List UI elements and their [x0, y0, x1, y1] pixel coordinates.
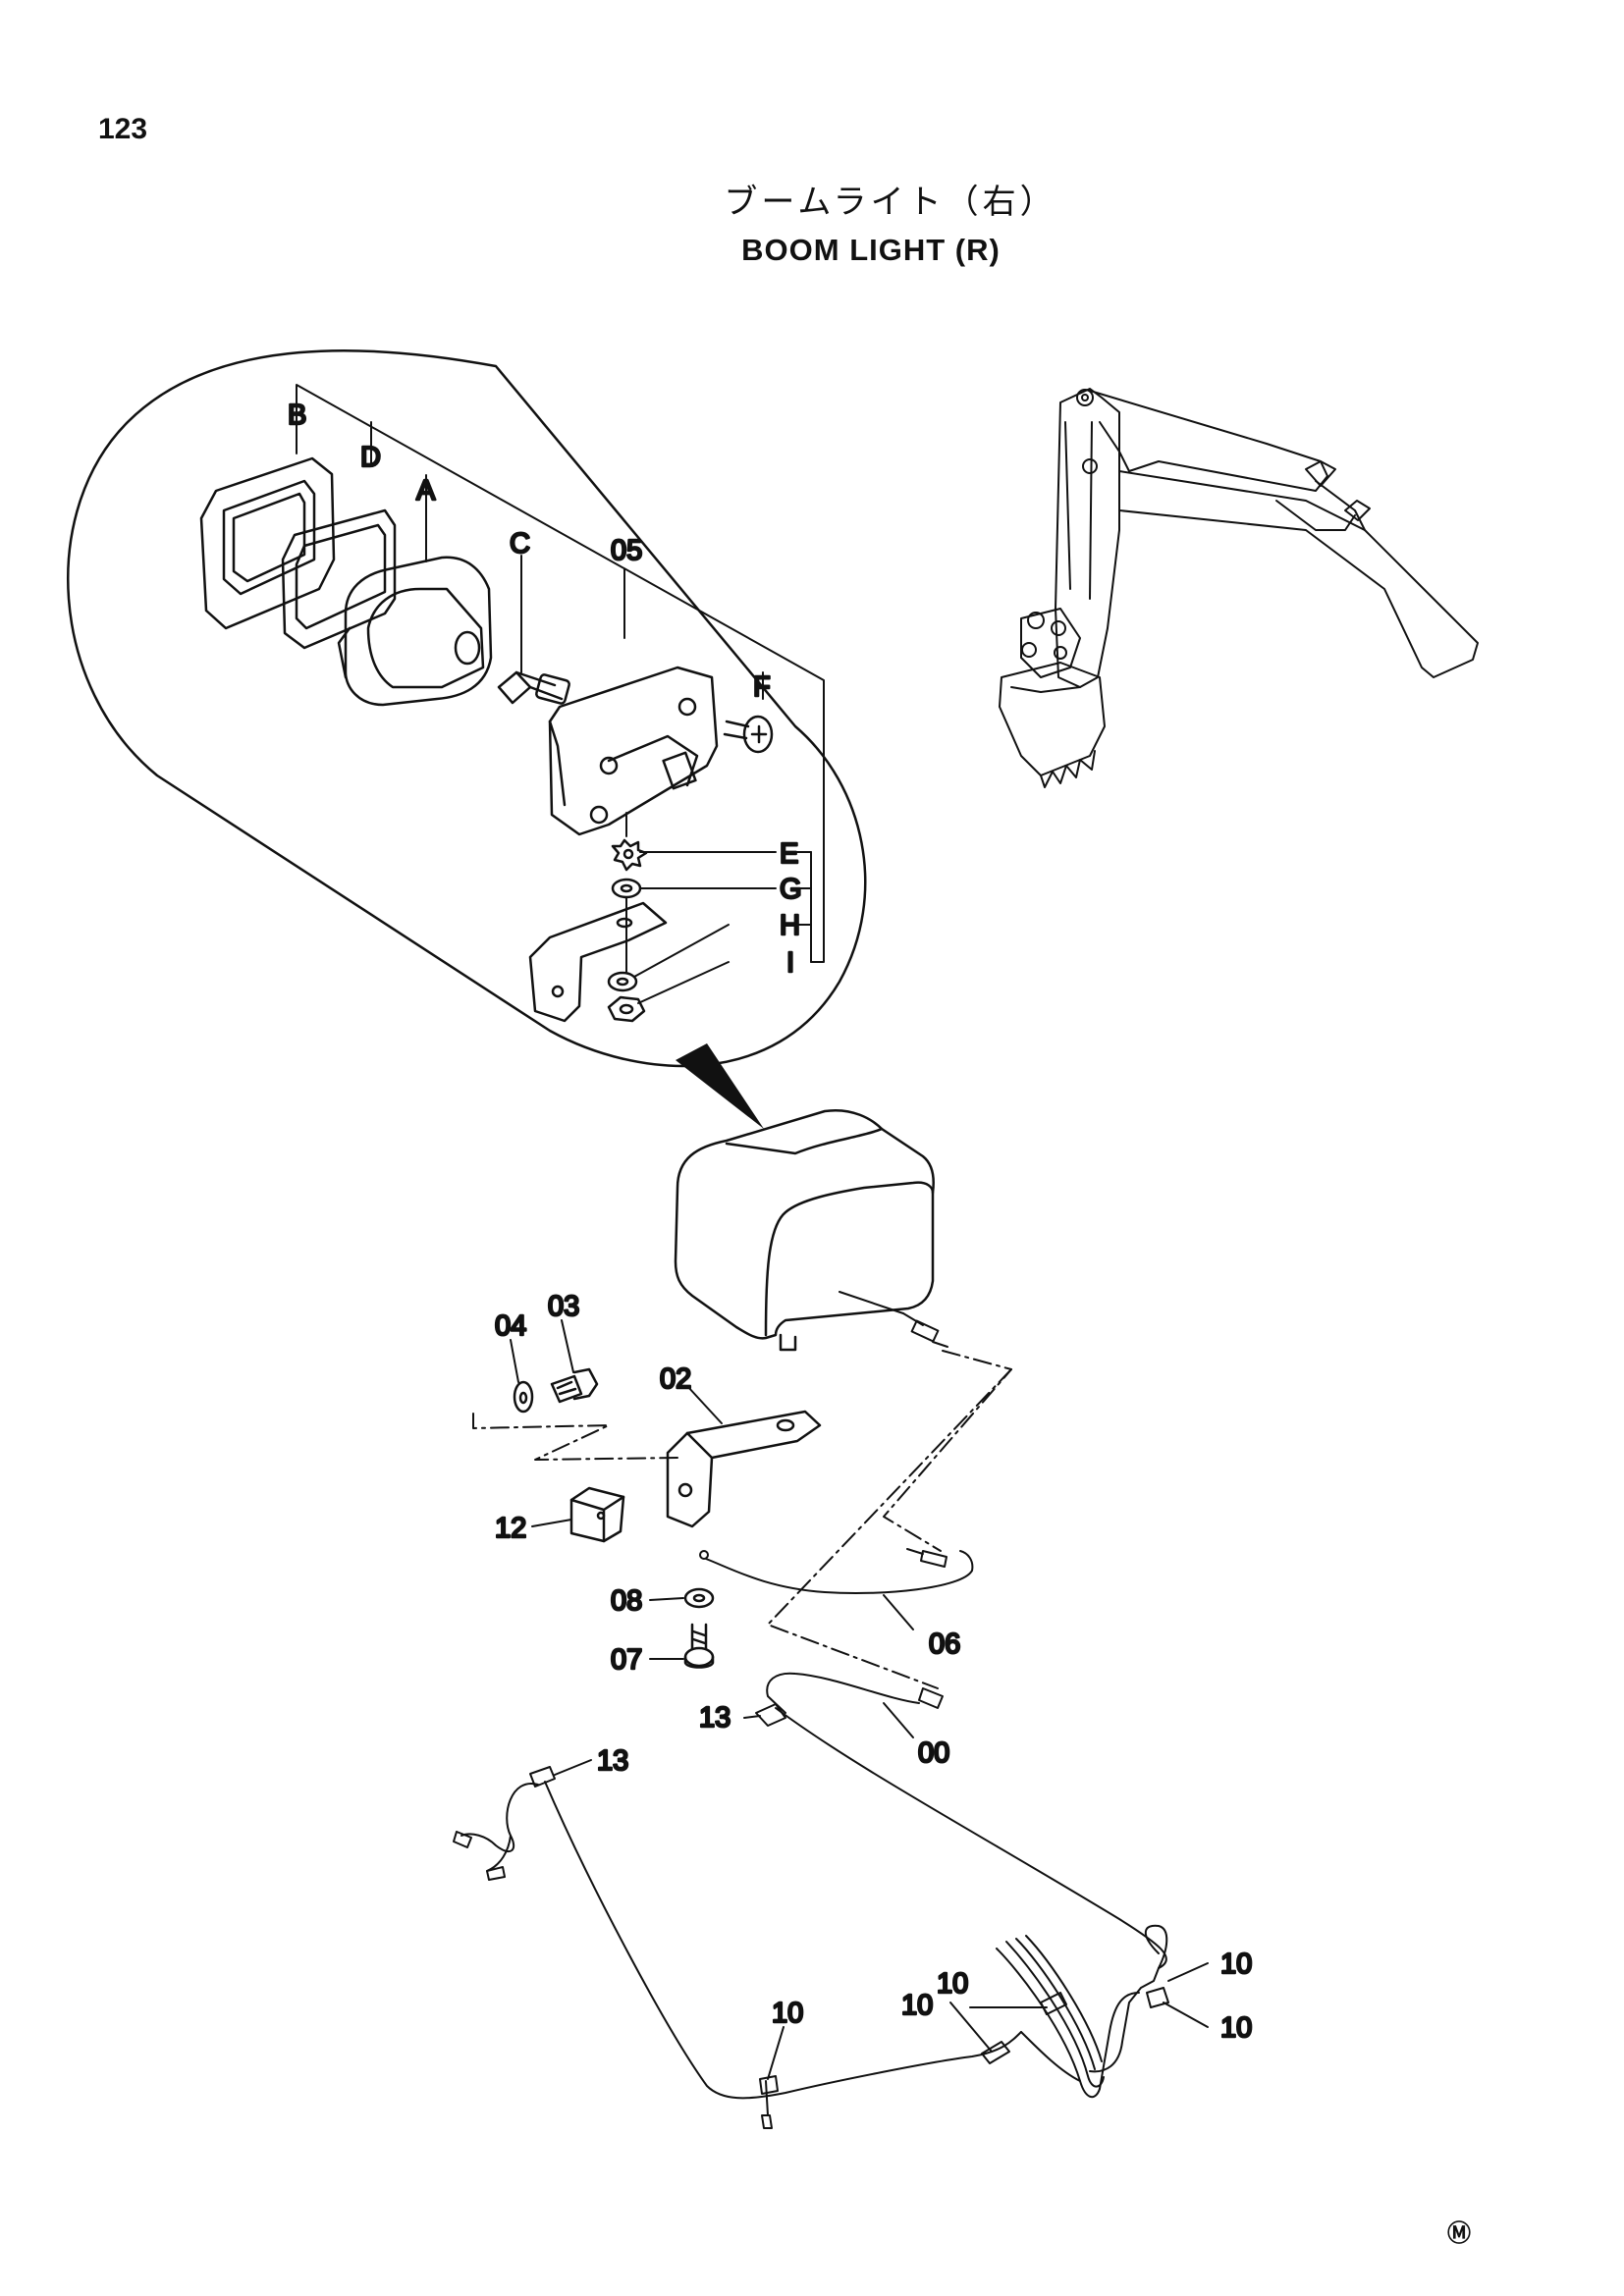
label-detail-f: F — [753, 671, 771, 703]
label-part-08: 08 — [611, 1585, 642, 1617]
label-detail-i: I — [786, 947, 794, 979]
manufacturer-mark: Ⓜ — [1447, 2220, 1471, 2247]
part-02-bracket — [666, 1410, 822, 1528]
part-e-star-washer — [611, 838, 648, 872]
part-13-harness — [453, 1766, 1022, 2129]
part-f-screw — [723, 715, 774, 754]
label-detail-d: D — [360, 442, 381, 473]
label-part-07: 07 — [611, 1644, 642, 1676]
part-c-bulb — [497, 670, 570, 705]
part-04-washer — [513, 1380, 534, 1414]
label-detail-h: H — [780, 910, 800, 941]
part-05-lamp-housing — [548, 666, 719, 836]
label-part-13-lower: 13 — [597, 1745, 628, 1777]
label-part-00: 00 — [918, 1737, 949, 1769]
lamp-pigtail-cable — [839, 1291, 948, 1348]
label-part-06: 06 — [929, 1629, 960, 1660]
detail-callout-outline — [67, 348, 867, 1068]
label-detail-e: E — [780, 838, 798, 870]
part-08-washer — [683, 1587, 715, 1609]
label-part-03: 03 — [548, 1291, 579, 1322]
label-detail-b: B — [288, 400, 306, 431]
label-part-10-a: 10 — [772, 1998, 803, 2029]
label-part-02: 02 — [660, 1363, 691, 1395]
part-07-screw — [683, 1623, 715, 1669]
excavator-arm-location-view — [999, 388, 1479, 788]
label-part-13-upper: 13 — [699, 1702, 731, 1734]
detail-pointer — [676, 1043, 764, 1129]
detail-leader-lines — [625, 812, 777, 1004]
part-i-nut — [607, 995, 646, 1023]
part-a-lamp-lens — [337, 556, 493, 707]
part-06-ground-wire — [699, 1548, 974, 1595]
label-detail-g: G — [780, 874, 802, 905]
page-number: 123 — [98, 113, 148, 145]
label-detail-c: C — [510, 528, 530, 560]
assembly-bracket-lines — [296, 384, 825, 963]
part-h-spring-washer — [607, 971, 638, 992]
detail-mounting-bracket — [528, 901, 668, 1023]
label-part-04: 04 — [495, 1310, 526, 1342]
lamp-housing-assembly — [674, 1108, 935, 1352]
label-part-10-b: 10 — [901, 1990, 933, 2021]
part-g-flat-washer — [611, 878, 642, 899]
label-detail-05: 05 — [611, 535, 642, 566]
part-d-gasket — [281, 508, 397, 650]
label-part-10-c: 10 — [937, 1968, 968, 2000]
title-block: ブームライト（右） BOOM LIGHT (R) — [0, 175, 1624, 268]
label-part-10-d: 10 — [1220, 1949, 1252, 1980]
connection-phantom-lines — [472, 1350, 1012, 1689]
part-b-lens-frame — [199, 456, 336, 630]
part-leader-lines — [510, 1319, 1209, 2080]
title-japanese: ブームライト（右） — [724, 183, 1057, 222]
part-00-harness — [755, 1672, 1169, 2073]
title-english: BOOM LIGHT (R) — [741, 233, 1001, 267]
label-detail-a: A — [416, 475, 436, 507]
bundled-cables — [996, 1935, 1140, 2099]
part-12-block — [569, 1486, 625, 1543]
label-part-10-e: 10 — [1220, 2012, 1252, 2044]
label-part-12: 12 — [495, 1513, 526, 1544]
part-03-bolt — [550, 1367, 599, 1404]
